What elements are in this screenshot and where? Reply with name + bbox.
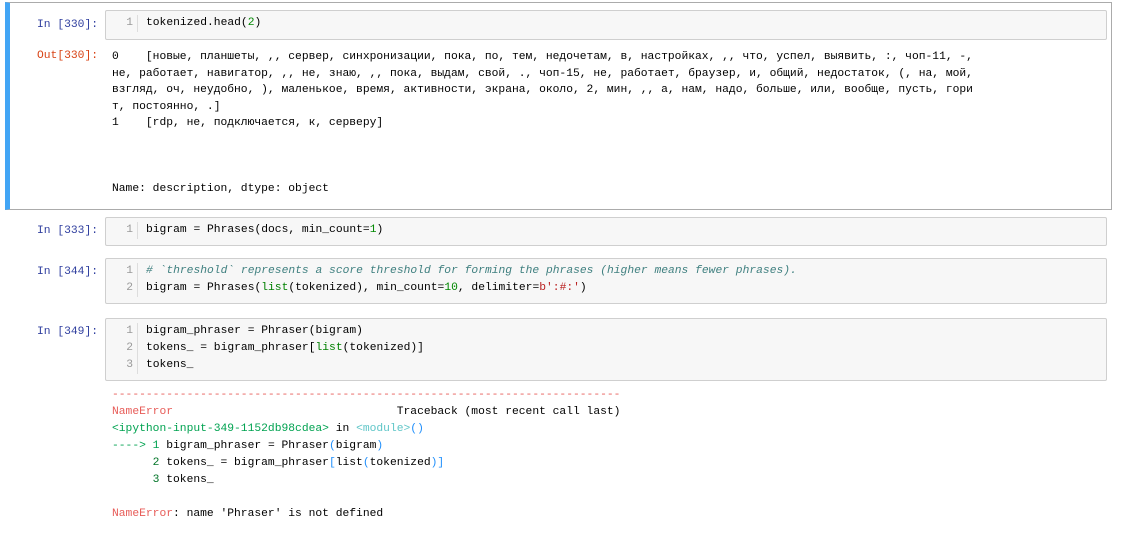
code-token: <ipython-input-349-1152db98cdea> [112, 423, 329, 435]
code-text: # `threshold` represents a score thresho… [146, 263, 797, 280]
code-token: ) [376, 440, 384, 452]
code-token: ----> 1 [112, 440, 167, 452]
output-line [112, 132, 973, 149]
input-prompt: In [349]: [36, 326, 98, 338]
output-line: 0 [новые, планшеты, ,, сервер, синхрониз… [112, 51, 973, 63]
code-token: ) [579, 282, 587, 294]
traceback-line: ----------------------------------------… [112, 387, 620, 404]
code-token: tokens_ = bigram_phraser [166, 457, 329, 469]
code-token: (tokenized)] [342, 342, 424, 354]
input-prompt: In [330]: [36, 19, 98, 31]
code-editor[interactable]: 1 bigram_phraser = Phraser(bigram) 2 tokens… [105, 318, 1107, 381]
code-token: tokens_ = bigram_phraser[ [146, 342, 316, 354]
code-token: , delimiter= [457, 282, 540, 294]
code-token: NameError [112, 508, 174, 520]
line-number: 3 [106, 357, 138, 374]
code-token: (tokenized), min_count= [288, 282, 445, 294]
output-line: взгляд, оч, неудобно, ), маленькое, врем… [112, 84, 973, 96]
code-text: tokens_ = bigram_phraser[list(tokenized)… [146, 340, 424, 357]
code-token: : name 'Phraser' is not defined [173, 508, 384, 520]
code-token: Phraser [274, 440, 329, 452]
code-line[interactable]: 2 bigram = Phrases(list(tokenized), min_c… [106, 280, 1106, 297]
code-token: ( [328, 440, 336, 452]
code-token: ) [376, 224, 384, 236]
code-token: ----------------------------------------… [112, 389, 621, 401]
code-editor[interactable]: 1 tokenized.head(2) [105, 10, 1107, 40]
code-token: ) [254, 17, 262, 29]
code-token: 2 [112, 457, 167, 469]
output-line: 1 [rdp, не, подключается, к, серверу] [112, 117, 384, 129]
line-number: 2 [106, 340, 138, 357]
traceback-line: 2 tokens_ = bigram_phraser[list(tokenize… [112, 455, 620, 472]
traceback-line: 3 tokens_ [112, 472, 620, 489]
code-token: b':#:' [539, 282, 580, 294]
traceback-line: NameError: name 'Phraser' is not defined [112, 506, 620, 523]
output-line [112, 148, 973, 165]
code-token: [ [328, 457, 336, 469]
code-line[interactable]: 1 bigram_phraser = Phraser(bigram) [106, 323, 1106, 340]
output-line: Name: description, dtype: object [112, 183, 329, 195]
code-token: bigram = Phrases( [146, 282, 262, 294]
code-text: tokens_ [146, 357, 193, 374]
code-token: NameError [112, 406, 174, 418]
code-token: )] [430, 457, 445, 469]
code-text: bigram = Phrases(list(tokenized), min_co… [146, 280, 587, 297]
code-line[interactable]: 2 tokens_ = bigram_phraser[list(tokenized… [106, 340, 1106, 357]
code-text: tokenized.head(2) [146, 15, 261, 32]
notebook-cell-330[interactable] [5, 2, 1112, 210]
cell-output: 0 [новые, планшеты, ,, сервер, синхрониз… [112, 49, 973, 198]
traceback-line: <ipython-input-349-1152db98cdea> in <mod… [112, 421, 620, 438]
output-prompt: Out[330]: [36, 50, 98, 62]
input-prompt: In [333]: [36, 225, 98, 237]
traceback-line: ----> 1 bigram_phraser = Phraser(bigram) [112, 438, 620, 455]
code-token: Traceback (most recent call last) [173, 406, 621, 418]
code-line[interactable]: 1 # `threshold` represents a score thresh… [106, 263, 1106, 280]
code-token: 2 [247, 17, 255, 29]
line-number: 1 [106, 323, 138, 340]
line-number: 2 [106, 280, 138, 297]
code-token: list [335, 457, 363, 469]
code-token: tokenized.head( [146, 17, 248, 29]
input-prompt: In [344]: [36, 266, 98, 278]
code-token: bigram = Phrases(docs, min_count= [146, 224, 370, 236]
code-token: bigram_phraser = Phraser(bigram) [146, 325, 363, 337]
code-token: () [410, 423, 424, 435]
code-token: in [328, 423, 357, 435]
code-token: bigram_phraser [166, 440, 268, 452]
code-token: tokens_ [146, 359, 194, 371]
code-token: 10 [444, 282, 458, 294]
output-line: не, работает, навигатор, ,, не, знаю, ,,… [112, 67, 973, 80]
code-token: 1 [369, 224, 377, 236]
code-token: 3 [112, 474, 167, 486]
line-number: 1 [106, 222, 138, 239]
traceback-output: ----------------------------------------… [112, 387, 620, 523]
traceback-line: NameError Traceback (most recent call la… [112, 404, 620, 421]
code-token: <module> [356, 423, 411, 435]
line-number: 1 [106, 263, 138, 280]
code-token: list [261, 282, 289, 294]
code-line[interactable]: 1 tokenized.head(2) [106, 15, 1106, 32]
code-editor[interactable]: 1 # `threshold` represents a score thresh… [105, 258, 1107, 304]
code-token: tokenized [369, 457, 431, 469]
traceback-line [112, 489, 620, 506]
code-token: = [267, 440, 275, 452]
output-line: т, постоянно, .] [112, 100, 221, 113]
code-token: tokens_ [166, 474, 214, 486]
code-text: bigram = Phrases(docs, min_count=1) [146, 222, 383, 239]
line-number: 1 [106, 15, 138, 32]
code-token: bigram [335, 440, 377, 452]
code-text: bigram_phraser = Phraser(bigram) [146, 323, 363, 340]
code-token: list [315, 342, 343, 354]
code-line[interactable]: 3 tokens_ [106, 357, 1106, 374]
code-token: # `threshold` represents a score thresho… [146, 265, 797, 277]
output-line [112, 165, 973, 182]
code-token: ( [362, 457, 370, 469]
